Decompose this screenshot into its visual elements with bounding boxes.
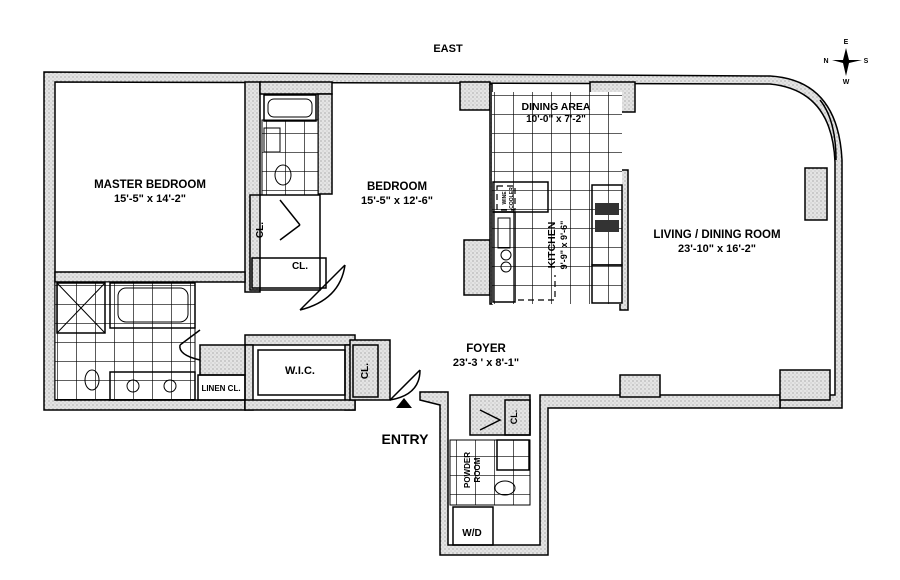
svg-text:ROOM: ROOM	[473, 457, 482, 482]
kitchen-name: KITCHEN	[546, 222, 558, 269]
linen-closet-label: LINEN CL.	[201, 384, 240, 393]
foyer-name: FOYER	[466, 343, 506, 355]
dining-area-name: DINING AREA	[521, 101, 590, 113]
living-dining-name: LIVING / DINING ROOM	[653, 229, 780, 241]
foyer-closet	[352, 344, 379, 398]
svg-text:CL.: CL.	[509, 410, 519, 425]
svg-text:W: W	[843, 79, 850, 86]
compass-icon: E N S W	[823, 39, 868, 86]
bedroom-size: 15'-5" x 12'-6"	[361, 195, 433, 207]
orientation-label: EAST	[433, 43, 463, 55]
master-bedroom-name: MASTER BEDROOM	[94, 179, 206, 191]
interior-walls	[54, 81, 636, 436]
bedroom-name: BEDROOM	[367, 181, 427, 193]
svg-text:COOLER: COOLER	[509, 187, 515, 209]
closet-label: CL.	[255, 222, 266, 238]
foyer-size: 23'-3 ' x 8'-1"	[453, 357, 519, 369]
wine-cooler-label: WINE	[502, 191, 508, 205]
kitchen-dining: WINE COOLER DINING AREA 10'-0" x 7'-2" K…	[492, 92, 623, 304]
washer-dryer-label: W/D	[462, 528, 481, 539]
bathroom-bedroom: CL. CL.	[249, 94, 327, 291]
doors	[179, 199, 502, 431]
closet-label: CL.	[292, 261, 308, 272]
exterior-walls	[43, 71, 843, 556]
wic-label: W.I.C.	[285, 365, 315, 377]
dining-area-size: 10'-0" x 7'-2"	[526, 114, 586, 125]
master-bedroom-size: 15'-5" x 14'-2"	[114, 193, 186, 205]
master-bathroom: LINEN CL.	[54, 281, 246, 401]
svg-text:E: E	[844, 39, 849, 46]
powder-room-label: POWDER	[463, 452, 472, 488]
kitchen-size: 9'-9" x 9'-6"	[559, 221, 569, 270]
entry-label: ENTRY	[382, 431, 430, 447]
svg-text:N: N	[823, 58, 828, 65]
powder-room: CL. POWDER ROOM W/D	[449, 399, 531, 546]
walk-in-closet	[257, 349, 346, 396]
living-dining-size: 23'-10" x 16'-2"	[678, 243, 756, 255]
svg-text:S: S	[864, 58, 869, 65]
svg-text:CL.: CL.	[360, 363, 371, 379]
entry-arrow-icon	[396, 398, 412, 408]
